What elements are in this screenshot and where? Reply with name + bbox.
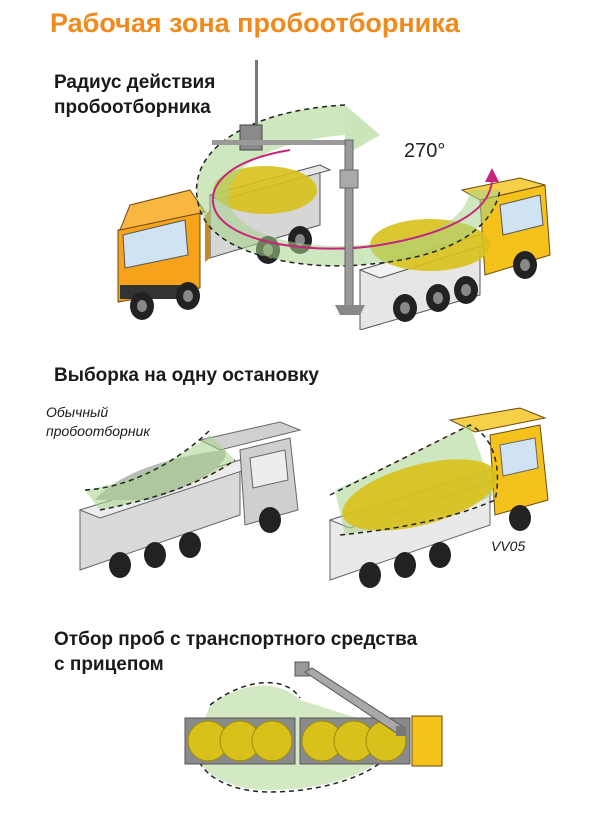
rotation-arrow-icon [485, 168, 499, 182]
page-title: Рабочая зона пробоотборника [50, 8, 460, 38]
vv05-model-label: VV05 [491, 538, 526, 554]
sampler-radius-illustration [117, 60, 551, 330]
reach-zone-cap [345, 105, 380, 155]
left-truck-cargo [213, 166, 317, 214]
reach-zone-outline [195, 104, 501, 267]
single-stop-comparison [78, 407, 549, 588]
section3-heading: Отбор проб с транспортного средства с пр… [54, 627, 417, 677]
normal-sampler-caption: Обычный пробоотборник [46, 403, 150, 441]
grey-truck-reach-zone [85, 435, 235, 510]
trailer-reach-outline [194, 681, 399, 793]
section3-heading-line1: Отбор проб с транспортного средства [54, 629, 418, 650]
truck-cab [411, 715, 443, 767]
normal-sampler-caption-line1: Обычный [46, 404, 109, 420]
rotation-arc [211, 149, 493, 250]
trailer-sampling-top-view [184, 661, 443, 793]
rotation-angle-label: 270° [404, 140, 446, 162]
section1-heading: Радиус действия пробоотборника [54, 70, 215, 120]
section2-heading: Выборка на одну остановку [54, 365, 319, 386]
normal-sampler-caption-line2: пробоотборник [46, 423, 150, 439]
section3-heading-line2: с прицепом [54, 654, 164, 675]
section1-heading-line1: Радиус действия [54, 72, 216, 93]
sampler-post [212, 60, 365, 315]
trailer-cargo [187, 720, 407, 762]
sampler-boom [294, 661, 406, 736]
reach-zone [196, 105, 500, 266]
grey-truck-reach-outline [84, 429, 211, 491]
yellow-truck-reach-outline [329, 424, 499, 536]
section1-heading-line2: пробоотборника [54, 97, 211, 118]
